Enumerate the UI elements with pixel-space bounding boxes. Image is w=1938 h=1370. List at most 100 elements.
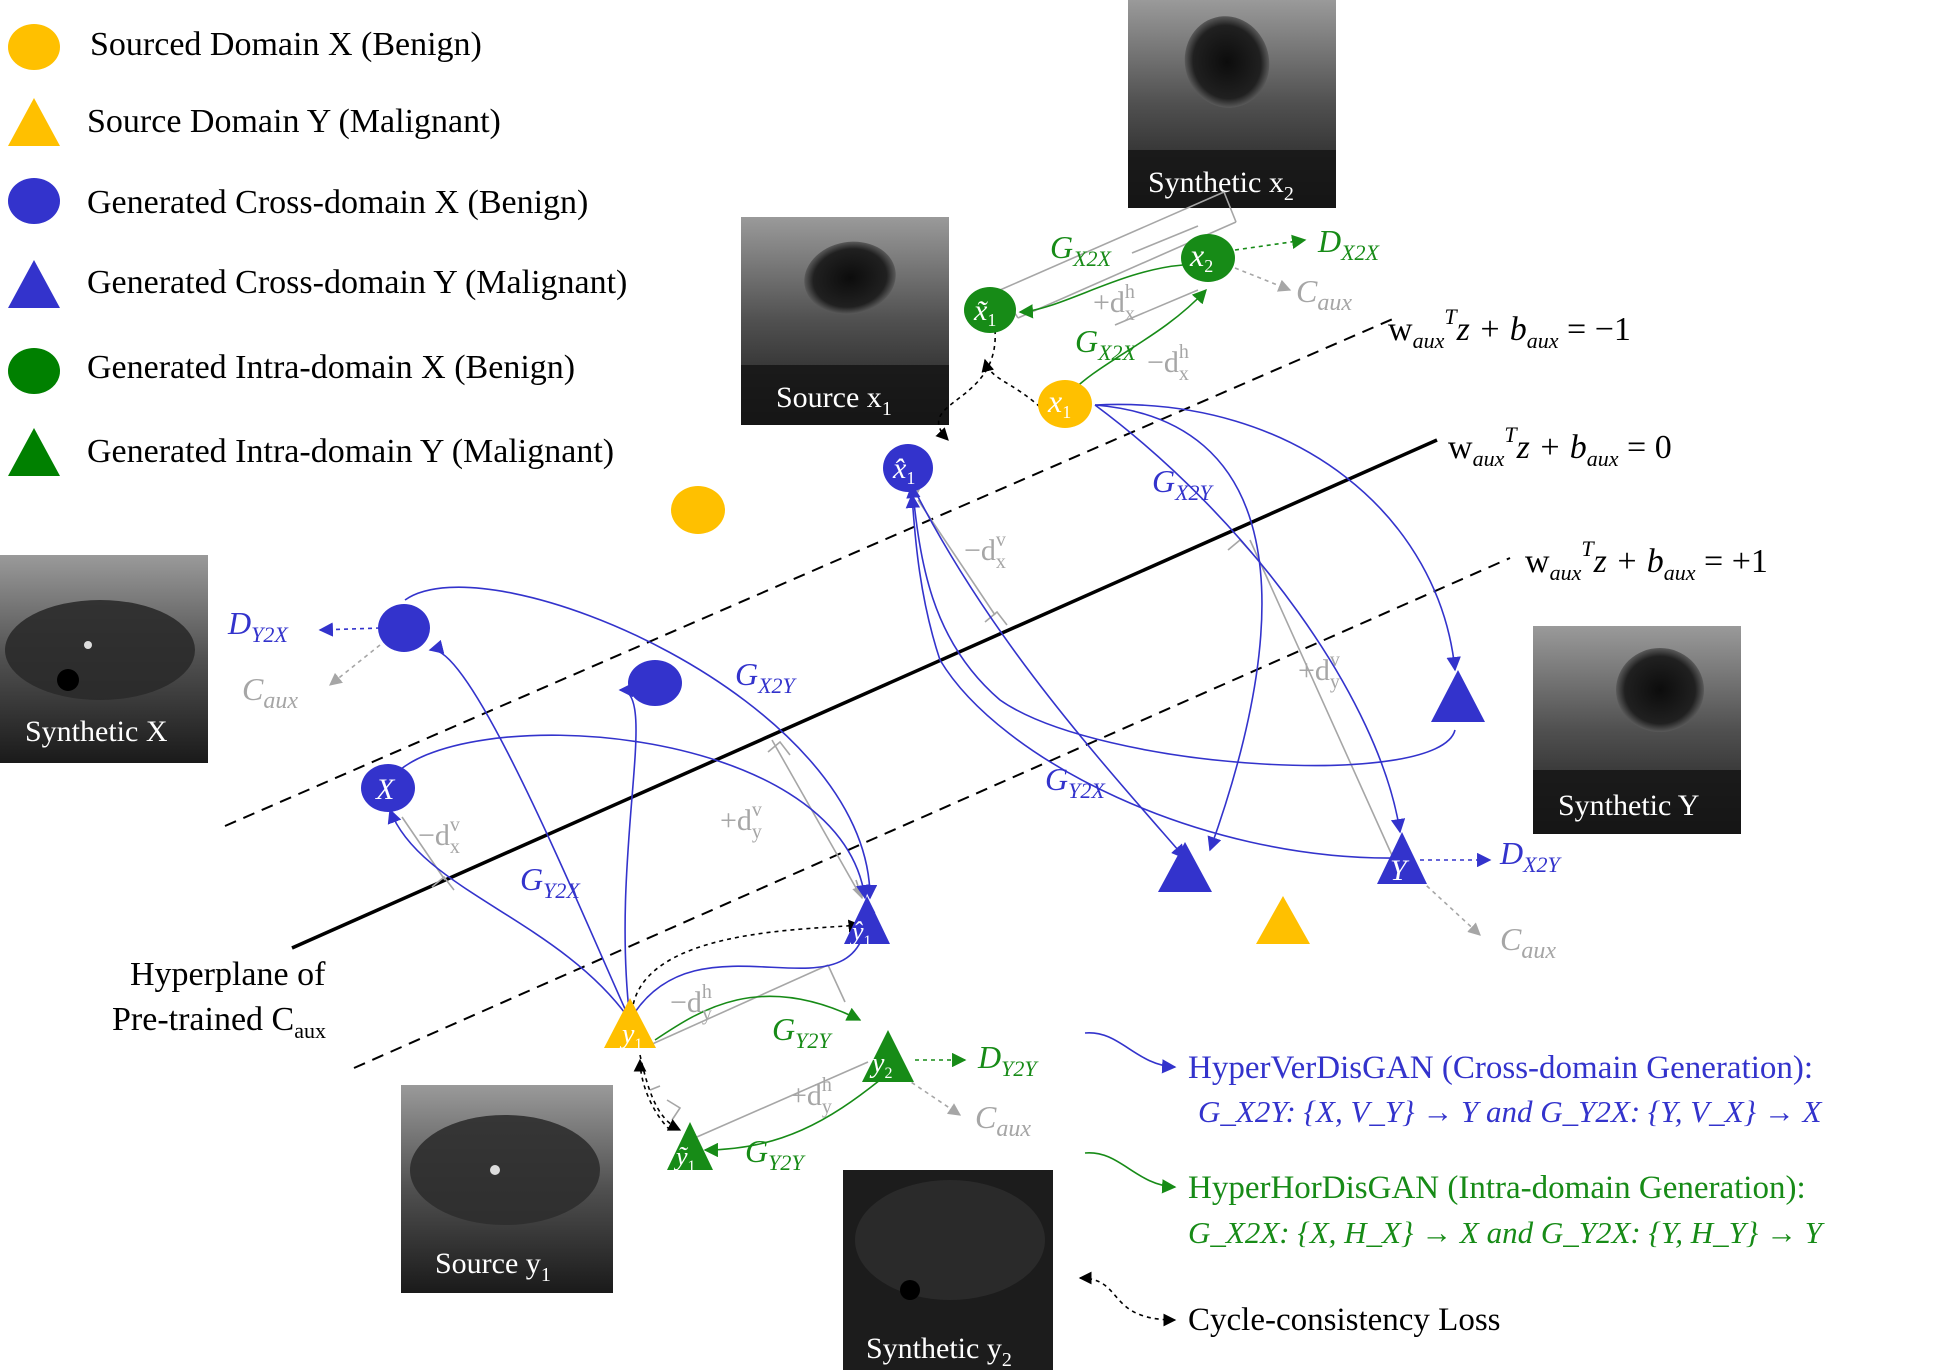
legend-cross-y-icon: [8, 260, 60, 308]
image-synthetic-x2: Synthetic x2: [1128, 0, 1336, 208]
node-source-x-extra: [671, 486, 725, 534]
svg-text:GX2Y: GX2Y: [735, 656, 798, 698]
svg-text:+dhx: +dhx: [1093, 281, 1135, 325]
svg-text:Synthetic x2: Synthetic x2: [1148, 166, 1294, 205]
equation-top: wauxTz + baux = −1: [1388, 304, 1631, 353]
legend-cross-x-icon: [8, 178, 60, 224]
node-cross-x-a: [378, 604, 430, 652]
svg-text:Synthetic y2: Synthetic y2: [866, 1332, 1012, 1370]
legend: Sourced Domain X (Benign) Source Domain …: [8, 24, 627, 476]
source-y1-label: Source y: [435, 1247, 541, 1280]
svg-text:ŷ1: ŷ1: [849, 917, 872, 950]
node-Y: [1377, 832, 1427, 884]
cycle-label: Cycle-consistency Loss: [1188, 1302, 1501, 1338]
synthetic-y2-label: Synthetic y: [866, 1332, 1002, 1365]
hyperplanes: [224, 317, 1511, 1069]
svg-text:+dhy: +dhy: [790, 1074, 832, 1118]
synthetic-Y-label: Synthetic Y: [1558, 789, 1699, 822]
svg-text:Hyperplane of: Hyperplane of: [130, 956, 326, 993]
svg-text:y2: y2: [869, 1048, 892, 1082]
svg-text:GY2X: GY2X: [1045, 761, 1106, 803]
node-y2: [862, 1030, 914, 1082]
svg-text:x̃1: x̃1: [973, 294, 996, 330]
svg-text:DX2X: DX2X: [1317, 223, 1381, 265]
method-legend: HyperVerDisGAN (Cross-domain Generation)…: [1078, 1032, 1825, 1338]
equations: wauxTz + baux = −1 wauxTz + baux = 0 wau…: [1388, 304, 1768, 585]
node-X: [361, 764, 415, 812]
legend-label-2: Source Domain Y (Malignant): [87, 103, 501, 140]
svg-text:GX2X: GX2X: [1075, 323, 1138, 365]
d-c-arrows: [318, 234, 1492, 1116]
legend-label-5: Generated Intra-domain X (Benign): [87, 349, 575, 386]
svg-text:−dvx: −dvx: [964, 529, 1006, 573]
image-synthetic-X: Synthetic X: [0, 555, 208, 763]
svg-text:−dhx: −dhx: [1147, 341, 1189, 385]
node-cross-x-b: [628, 660, 682, 706]
margin-line-top: [224, 317, 1396, 827]
svg-text:−dvx: −dvx: [418, 814, 460, 858]
cross-domain-arrows: [387, 403, 1461, 1021]
svg-text:Caux: Caux: [242, 671, 298, 714]
synthetic-X-label: Synthetic X: [25, 715, 168, 748]
svg-text:X: X: [375, 773, 396, 806]
node-cross-y-bottom: [1158, 842, 1212, 892]
legend-label-4: Generated Cross-domain Y (Malignant): [87, 264, 627, 301]
svg-text:DY2Y: DY2Y: [977, 1039, 1039, 1081]
node-cross-y-right: [1431, 670, 1485, 722]
svg-text:x2: x2: [1189, 237, 1213, 276]
svg-text:Y: Y: [1390, 854, 1410, 887]
svg-text:GY2Y: GY2Y: [772, 1011, 833, 1053]
svg-text:GX2Y: GX2Y: [1152, 463, 1215, 505]
legend-label-3: Generated Cross-domain X (Benign): [87, 184, 588, 221]
hor-equation: G_X2X: {X, H_X} → X and G_Y2X: {Y, H_Y} …: [1188, 1215, 1825, 1250]
distance-guides: [401, 191, 1396, 1141]
legend-source-y-icon: [8, 98, 60, 146]
svg-text:−dhy: −dhy: [670, 981, 712, 1025]
source-x1-label: Source x: [776, 381, 882, 414]
node-y-hat1: [844, 896, 890, 944]
svg-text:+dvy: +dvy: [720, 799, 762, 843]
svg-text:ỹ1: ỹ1: [673, 1142, 696, 1175]
svg-text:GY2X: GY2X: [520, 861, 581, 903]
svg-text:GY2Y: GY2Y: [745, 1133, 806, 1175]
equation-bottom: wauxTz + baux = +1: [1525, 536, 1768, 585]
svg-text:x1: x1: [1047, 383, 1071, 422]
svg-text:Source x1: Source x1: [776, 381, 892, 420]
node-x1: [1038, 380, 1092, 428]
image-synthetic-y2: Synthetic y2: [843, 1170, 1053, 1370]
synthetic-x2-label: Synthetic x: [1148, 166, 1284, 199]
cycle-arrows: [631, 329, 1041, 1131]
ver-equation: G_X2Y: {X, V_Y} → Y and G_Y2X: {Y, V_X} …: [1198, 1094, 1822, 1129]
svg-text:GX2X: GX2X: [1050, 229, 1113, 271]
svg-text:+dvy: +dvy: [1298, 649, 1340, 693]
decision-hyperplane: [291, 438, 1438, 950]
svg-text:x̂1: x̂1: [892, 452, 915, 488]
svg-text:DX2Y: DX2Y: [1499, 835, 1563, 877]
hor-title: HyperHorDisGAN (Intra-domain Generation)…: [1188, 1170, 1806, 1206]
node-y1: [604, 998, 656, 1048]
image-source-y1: Source y1: [401, 1085, 613, 1293]
legend-source-x-icon: [8, 24, 60, 70]
nodes: x̃1 x2 x1 x̂1 X Y ŷ1 y1 y2 ỹ1: [361, 234, 1485, 1175]
hyperplane-label: Hyperplane of Pre-trained Caux: [112, 956, 326, 1043]
node-x2: [1181, 234, 1235, 282]
svg-text:Caux: Caux: [1500, 921, 1556, 964]
ver-title: HyperVerDisGAN (Cross-domain Generation)…: [1188, 1050, 1813, 1086]
node-y-tilde1: [667, 1122, 713, 1170]
image-source-x1: Source x1: [741, 217, 949, 425]
svg-text:Caux: Caux: [975, 1099, 1031, 1142]
svg-text:y1: y1: [619, 1019, 642, 1053]
node-source-y-extra: [1256, 896, 1310, 944]
svg-text:DY2X: DY2X: [227, 605, 289, 647]
legend-intra-x-icon: [8, 348, 60, 394]
svg-text:Source y1: Source y1: [435, 1247, 551, 1286]
node-x-hat1: [883, 444, 933, 492]
svg-text:Caux: Caux: [1296, 273, 1352, 316]
svg-text:Pre-trained Caux: Pre-trained Caux: [112, 1001, 326, 1043]
generator-labels: GX2X GX2X DX2X GY2Y GY2Y DY2Y GX2Y GX2Y …: [227, 223, 1563, 1175]
image-synthetic-Y: Synthetic Y: [1533, 626, 1741, 834]
legend-intra-y-icon: [8, 428, 60, 476]
